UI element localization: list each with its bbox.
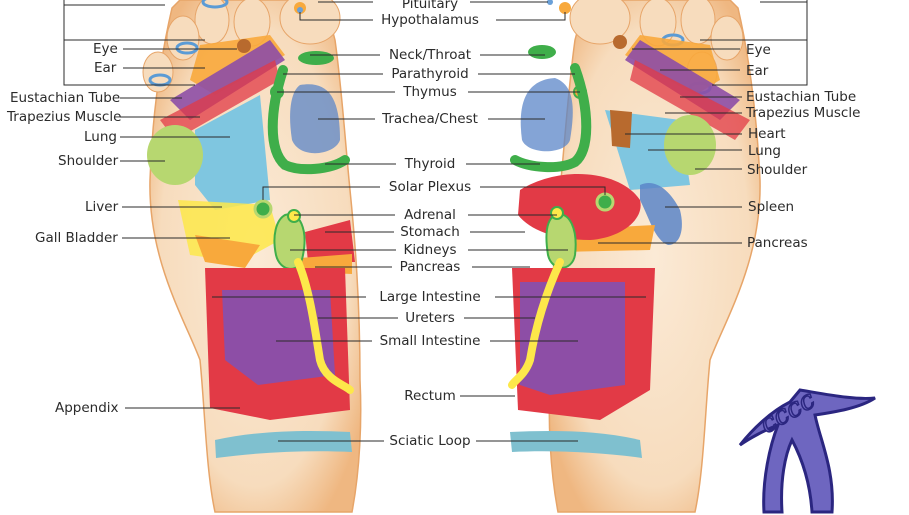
label-left-lung: Lung <box>84 129 117 145</box>
hypothalamus-leaders <box>299 12 566 21</box>
right-small-intestine-zone <box>520 282 625 395</box>
label-left-eustachian: Eustachian Tube <box>10 90 121 106</box>
label-parathyroid: Parathyroid <box>391 66 469 82</box>
left-toe-nail-4 <box>175 41 199 55</box>
left-solar-plexus-point <box>253 199 273 219</box>
logo-figure: cccc <box>738 384 876 514</box>
right-shoulder-zone <box>664 115 716 175</box>
right-adrenal-point <box>550 206 564 220</box>
label-left-ear: Ear <box>94 60 117 76</box>
label-right-shoulder: Shoulder <box>747 162 808 178</box>
label-right-ear: Ear <box>746 63 769 79</box>
label-adrenal: Adrenal <box>404 207 456 223</box>
label-kidneys: Kidneys <box>403 242 457 258</box>
label-left-gall-bladder: Gall Bladder <box>35 230 118 246</box>
left-appendix-zone <box>215 380 248 412</box>
left-stomach-zone <box>305 220 355 262</box>
right-heart-zone <box>610 110 632 148</box>
label-right-pancreas: Pancreas <box>747 235 808 251</box>
left-ureter-tube <box>294 258 354 394</box>
left-lung-zone <box>195 95 270 210</box>
label-thymus: Thymus <box>403 84 457 100</box>
left-eye-point <box>237 39 251 53</box>
label-left-appendix: Appendix <box>55 400 119 416</box>
right-trachea-chest-zone <box>520 78 573 152</box>
right-toe-4 <box>710 15 744 61</box>
label-hypothalamus: Hypothalamus <box>381 12 479 28</box>
label-pancreas-center: Pancreas <box>399 259 461 275</box>
left-hypothalamus-point <box>297 7 303 13</box>
label-left-trapezius: Trapezius Muscle <box>7 109 122 125</box>
label-rectum: Rectum <box>404 388 456 404</box>
right-sciatic-loop <box>510 430 642 458</box>
label-trachea-chest: Trachea/Chest <box>382 111 478 127</box>
right-eye-point <box>613 35 627 49</box>
right-spleen-zone <box>640 182 682 245</box>
label-right-eye: Eye <box>746 42 771 58</box>
left-shoulder-zone <box>147 125 203 185</box>
left-small-intestine-zone <box>222 290 335 385</box>
label-solar-plexus: Solar Plexus <box>388 179 472 195</box>
right-hypothalamus-point <box>547 0 553 5</box>
label-stomach: Stomach <box>400 224 460 240</box>
left-adrenal-point <box>287 209 301 223</box>
label-right-spleen: Spleen <box>748 199 795 215</box>
label-left-liver: Liver <box>85 199 119 215</box>
label-right-heart: Heart <box>748 126 786 142</box>
right-top-bracket <box>700 0 808 86</box>
right-trapezius-zone <box>630 60 750 140</box>
right-solar-plexus-point <box>595 192 615 212</box>
logo-figure-body <box>738 388 876 514</box>
label-sciatic-loop: Sciatic Loop <box>389 433 471 449</box>
left-top-bracket <box>63 0 205 86</box>
label-right-trapezius: Trapezius Muscle <box>746 105 861 121</box>
left-thymus-arc <box>267 65 350 175</box>
left-foot <box>142 0 362 513</box>
right-pituitary-point <box>559 2 571 14</box>
label-ureters: Ureters <box>405 310 455 326</box>
right-thymus-arc <box>510 63 592 173</box>
right-ureter-tube <box>508 258 564 389</box>
solar-plexus-leaders <box>262 186 606 200</box>
label-right-eustachian: Eustachian Tube <box>746 89 857 105</box>
label-small-intestine: Small Intestine <box>379 333 481 349</box>
label-left-shoulder: Shoulder <box>58 153 119 169</box>
right-neck-throat-zone <box>528 45 556 59</box>
right-foot <box>508 0 761 513</box>
left-gall-zone <box>195 235 260 268</box>
left-toes <box>142 0 341 93</box>
label-pituitary: Pituitary <box>401 0 459 12</box>
label-large-intestine: Large Intestine <box>379 289 481 305</box>
left-sciatic-loop <box>215 430 352 458</box>
label-thyroid: Thyroid <box>404 156 456 172</box>
left-toe-nail-3 <box>201 0 229 9</box>
left-neck-throat-zone <box>298 51 334 65</box>
label-left-eye: Eye <box>93 41 118 57</box>
left-trapezius-zone <box>160 60 280 140</box>
leader-lines <box>63 0 808 442</box>
label-neck-throat: Neck/Throat <box>388 47 472 63</box>
right-kidney-zone <box>545 213 577 269</box>
right-big-toe <box>569 0 631 45</box>
label-right-lung: Lung <box>748 143 781 159</box>
right-toe-3 <box>680 0 716 45</box>
left-trachea-chest-zone <box>290 84 340 154</box>
